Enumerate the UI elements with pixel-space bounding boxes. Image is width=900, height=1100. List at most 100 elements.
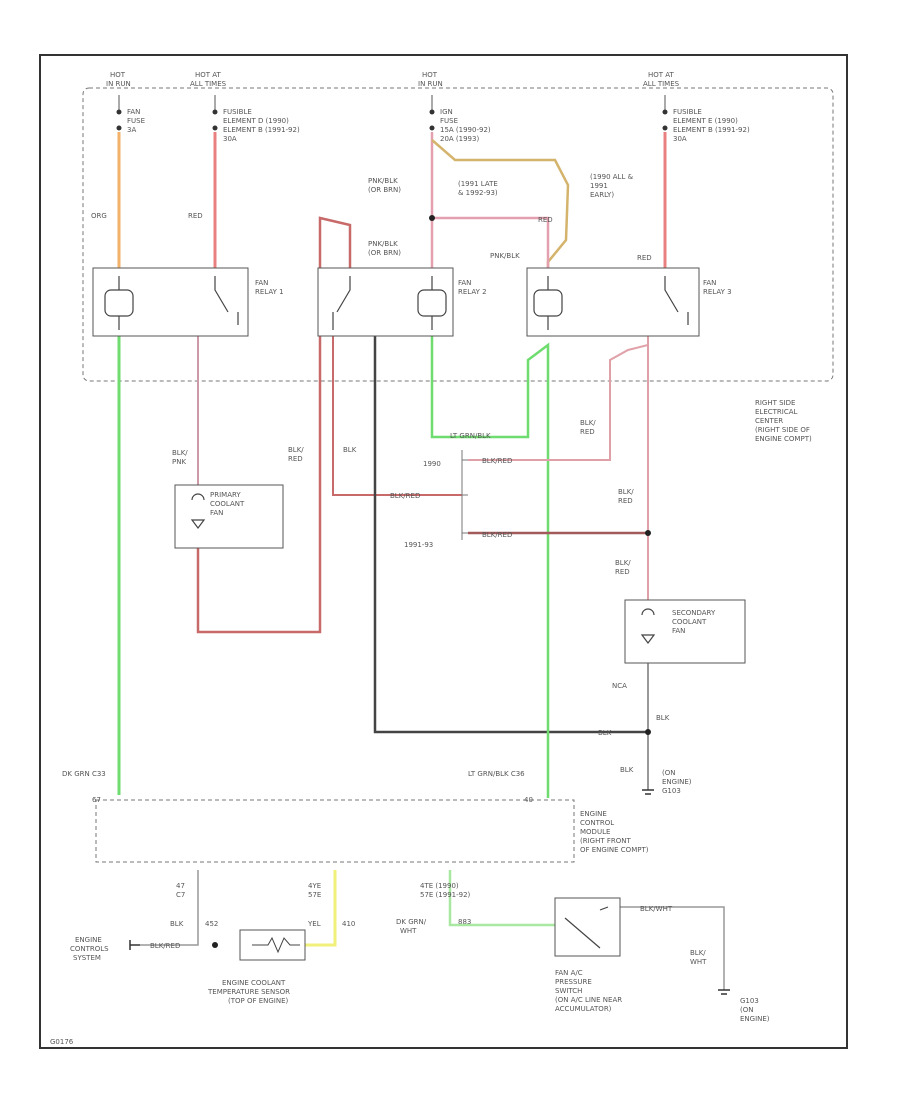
blk-red-4-l2: RED (615, 568, 630, 576)
wire-ect-yel (305, 870, 337, 947)
note-early-l1: (1990 ALL & (590, 173, 634, 181)
ect-sensor-l2: TEMPERATURE SENSOR (207, 988, 290, 996)
splice-dots (212, 215, 651, 948)
wire-blk-red-loop (196, 216, 352, 634)
fusible-2-l1: FUSIBLE (673, 108, 702, 116)
dk-grn-wht-l2: WHT (400, 927, 417, 935)
wire-blk-1 (373, 325, 648, 734)
g103-2-l2: (ON (740, 1006, 753, 1014)
primary-fan-l3: FAN (210, 509, 223, 517)
wire-blk-wht (608, 906, 725, 990)
fan-relay-3 (526, 267, 700, 337)
ect-wire-l2: C7 (176, 891, 185, 899)
blk-pnk-l1: BLK/ (172, 449, 188, 457)
fan-relay-2 (317, 267, 454, 337)
ect-sensor-l1: ENGINE COOLANT (222, 979, 286, 987)
blk-h: BLK (656, 714, 670, 722)
fan-relay-1 (92, 267, 249, 337)
dk-grn-c33: DK GRN C33 (62, 770, 106, 778)
relay3-l1: FAN (703, 279, 716, 287)
primary-fan-l2: COOLANT (210, 500, 245, 508)
wire-pnk-blk-3 (432, 216, 550, 268)
blk-wht-l2: WHT (690, 958, 707, 966)
blk-wht-l1: BLK/ (690, 949, 706, 957)
blk-wht-h: BLK/WHT (640, 905, 673, 913)
g103-2-l1: G103 (740, 997, 759, 1005)
wire-label-red-2: RED (538, 216, 553, 224)
pres-switch-l3: SWITCH (555, 987, 582, 995)
nca-label: NCA (612, 682, 627, 690)
relay2-l2: RELAY 2 (458, 288, 487, 296)
year-1991-93: 1991-93 (404, 541, 433, 549)
hot-run-2-line1: HOT (422, 71, 438, 79)
splice-bracket (461, 450, 468, 540)
hot-all-2-line2: ALL TIMES (643, 80, 680, 88)
center-l1: RIGHT SIDE (755, 399, 795, 407)
year-1990: 1990 (423, 460, 441, 468)
center-l3: CENTER (755, 417, 783, 425)
lt-grn-blk: LT GRN/BLK (450, 432, 491, 440)
engine-controls-l3: SYSTEM (73, 954, 101, 962)
blk-red-4-l1: BLK/ (615, 559, 631, 567)
note-early-l2: 1991 (590, 182, 608, 190)
blk-pnk-l2: PNK (172, 458, 186, 466)
secondary-fan-l1: SECONDARY (672, 609, 716, 617)
blk-red-1-l1: BLK/ (288, 446, 304, 454)
ect-wire-l1: 47 (176, 882, 185, 890)
pnk-blk-1-l2: (OR BRN) (368, 186, 401, 194)
pres-switch-l4: (ON A/C LINE NEAR (555, 996, 622, 1004)
ecm-l2: CONTROL (580, 819, 614, 827)
wire-label-red-1: RED (188, 212, 203, 220)
pnk-blk-2-l2: (OR BRN) (368, 249, 401, 257)
hot-all-1-line2: ALL TIMES (190, 80, 227, 88)
blk-red-h2: BLK/RED (390, 492, 420, 500)
primary-coolant-fan (174, 484, 284, 549)
pressure-switch-body (554, 897, 621, 957)
ect-right-l4: 410 (342, 920, 355, 928)
relay-center-boundary (82, 87, 834, 382)
pres-switch-l1: FAN A/C (555, 969, 583, 977)
wire-blk-red-3 (468, 336, 649, 461)
pres-pins-l1: 4TE (1990) (420, 882, 459, 890)
wire-label-org: ORG (91, 212, 107, 220)
relay2-l1: FAN (458, 279, 471, 287)
blk-2: BLK (598, 729, 612, 737)
ect-sensor-symbol (252, 936, 300, 954)
engine-controls-l2: CONTROLS (70, 945, 109, 953)
fan-fuse-l1: FAN (127, 108, 140, 116)
fusible-1-l4: 30A (223, 135, 237, 143)
pnk-blk-1-l1: PNK/BLK (368, 177, 398, 185)
g103-2-l3: ENGINE) (740, 1015, 770, 1023)
pin-40: 40 (524, 796, 533, 804)
ign-fuse-l1: IGN (440, 108, 453, 116)
blk-red-1-l2: RED (288, 455, 303, 463)
note-early-l3: EARLY) (590, 191, 614, 199)
pnk-blk-3: PNK/BLK (490, 252, 520, 260)
blk-3: BLK (620, 766, 634, 774)
ecm-l4: (RIGHT FRONT (580, 837, 631, 845)
pres-pins-l2: 57E (1991-92) (420, 891, 471, 899)
blk-red-3-l2: RED (618, 497, 633, 505)
secondary-coolant-fan (624, 599, 746, 664)
pin-67: 67 (92, 796, 101, 804)
hot-all-2-line1: HOT AT (648, 71, 675, 79)
pres-switch-l2: PRESSURE (555, 978, 592, 986)
fan-fuse-l3: 3A (127, 126, 136, 134)
diagram-frame (39, 54, 848, 1049)
wire-lt-grn-blk (430, 336, 550, 798)
dk-grn-wht-l1: DK GRN/ (396, 918, 427, 926)
fusible-2-l4: 30A (673, 135, 687, 143)
fusible-2-l3: ELEMENT B (1991-92) (673, 126, 750, 134)
blk-red-2-l1: BLK/ (580, 419, 596, 427)
fan-symbols (190, 493, 656, 644)
g103-1-l1: (ON (662, 769, 675, 777)
center-l5: ENGINE COMPT) (755, 435, 812, 443)
center-l4: (RIGHT SIDE OF (755, 426, 810, 434)
hot-all-1-line1: HOT AT (195, 71, 222, 79)
pnk-blk-2-l1: PNK/BLK (368, 240, 398, 248)
pres-switch-l5: ACCUMULATOR) (555, 1005, 612, 1013)
ect-right-l3: YEL (307, 920, 321, 928)
ect-wire-l4: 452 (205, 920, 218, 928)
secondary-fan-l2: COOLANT (672, 618, 707, 626)
